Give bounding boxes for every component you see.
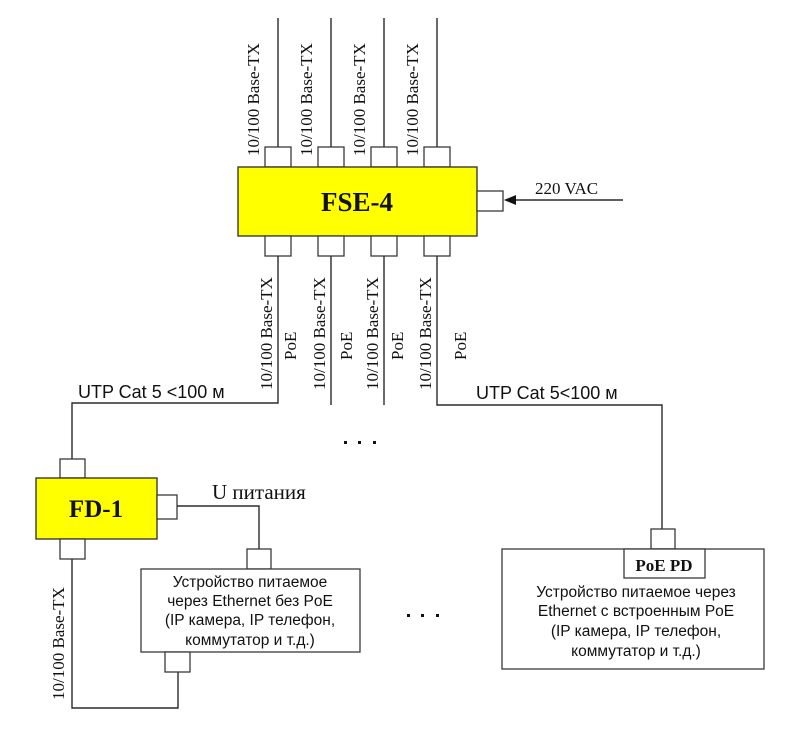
ellipsis-dot bbox=[436, 614, 439, 617]
device-poe[interactable]: PoE PD Устройство питаемое через Etherne… bbox=[501, 528, 765, 670]
power-output-wire bbox=[177, 505, 260, 549]
uplink-port-3[interactable] bbox=[370, 146, 398, 168]
power-port[interactable] bbox=[476, 190, 504, 212]
device-non-poe-line-1: Устройство питаемое bbox=[173, 574, 328, 591]
uplink-wires bbox=[277, 18, 438, 147]
downlink-port-2[interactable] bbox=[317, 235, 345, 257]
power-label: 220 VAC bbox=[535, 179, 598, 198]
data-output-label: 10/100 Base-TX bbox=[49, 587, 68, 700]
device-non-poe-line-2: через Ethernet без PoE bbox=[167, 593, 333, 610]
downlink-port-3[interactable] bbox=[370, 235, 398, 257]
downlink-poe-label-4: PoE bbox=[451, 332, 470, 360]
device-poe-line-3: (IP камера, IP телефон, bbox=[551, 623, 721, 640]
device-non-poe-line-3: (IP камера, IP телефон, bbox=[165, 612, 335, 629]
ellipsis-dot bbox=[358, 441, 361, 444]
cable-label-right: UTP Cat 5<100 м bbox=[476, 383, 618, 403]
splitter-fd1[interactable]: FD-1 bbox=[35, 458, 178, 560]
device-non-poe-power-port[interactable] bbox=[246, 548, 272, 570]
downlink-poe-label-1: PoE bbox=[281, 332, 300, 360]
downlink-labels: 10/100 Base-TX PoE 10/100 Base-TX PoE 10… bbox=[257, 277, 470, 390]
ellipsis-dot bbox=[373, 441, 376, 444]
device-non-poe-data-port[interactable] bbox=[164, 651, 191, 673]
downlink-poe-label-2: PoE bbox=[337, 332, 356, 360]
ellipsis-dot bbox=[421, 614, 424, 617]
device-poe-line-4: коммутатор и т.д.) bbox=[571, 643, 701, 660]
downlink-port-4[interactable] bbox=[423, 235, 451, 257]
downlink-poe-label-3: PoE bbox=[388, 332, 407, 360]
downlink-wires bbox=[71, 256, 663, 529]
ellipsis-bottom bbox=[407, 614, 439, 617]
uplink-port-2[interactable] bbox=[317, 146, 345, 168]
splitter-input-port[interactable] bbox=[59, 458, 86, 479]
power-output-label-text: U питания bbox=[212, 480, 306, 504]
device-non-poe-body[interactable] bbox=[140, 568, 361, 653]
splitter-data-port[interactable] bbox=[59, 538, 86, 560]
ellipsis-middle bbox=[344, 441, 376, 444]
device-non-poe-line-4: коммутатор и т.д.) bbox=[185, 632, 315, 649]
uplink-port-4[interactable] bbox=[423, 146, 451, 168]
power-output-label: U питания bbox=[212, 480, 306, 504]
poe-pd-badge bbox=[623, 548, 706, 579]
downlink-data-label-3: 10/100 Base-TX bbox=[363, 277, 382, 390]
uplink-label-3: 10/100 Base-TX bbox=[350, 43, 369, 156]
poe-pd-badge-label: PoE PD bbox=[635, 556, 692, 575]
uplink-label-4: 10/100 Base-TX bbox=[403, 43, 422, 156]
downlink-data-label-4: 10/100 Base-TX bbox=[416, 277, 435, 390]
splitter-power-port[interactable] bbox=[156, 494, 178, 520]
uplink-labels: 10/100 Base-TX 10/100 Base-TX 10/100 Bas… bbox=[244, 43, 422, 156]
splitter-name: FD-1 bbox=[69, 496, 123, 523]
downlink-ports bbox=[264, 235, 451, 257]
device-poe-line-1: Устройство питаемое через bbox=[536, 584, 736, 601]
uplink-port-1[interactable] bbox=[264, 146, 292, 168]
downlink-data-label-1: 10/100 Base-TX bbox=[257, 277, 276, 390]
uplink-label-1: 10/100 Base-TX bbox=[244, 43, 263, 156]
uplink-label-2: 10/100 Base-TX bbox=[297, 43, 316, 156]
power-input: 220 VAC bbox=[476, 179, 623, 212]
uplink-ports bbox=[264, 146, 451, 168]
device-non-poe[interactable]: Устройство питаемое через Ethernet без P… bbox=[140, 548, 361, 673]
switch-fse4[interactable]: FSE-4 bbox=[237, 166, 478, 237]
downlink-wire-1 bbox=[71, 256, 279, 459]
downlink-data-label-2: 10/100 Base-TX bbox=[310, 277, 329, 390]
device-poe-line-2: Ethernet с встроенным PoE bbox=[538, 603, 734, 620]
arrow-left-icon bbox=[504, 195, 516, 205]
device-poe-port[interactable] bbox=[650, 528, 676, 550]
downlink-wire-4 bbox=[436, 256, 663, 529]
ellipsis-dot bbox=[407, 614, 410, 617]
cable-label-left: UTP Cat 5 <100 м bbox=[78, 382, 225, 402]
ellipsis-dot bbox=[344, 441, 347, 444]
downlink-port-1[interactable] bbox=[264, 235, 292, 257]
switch-body[interactable] bbox=[237, 166, 478, 237]
switch-name: FSE-4 bbox=[321, 187, 393, 217]
data-output-wire bbox=[71, 559, 179, 709]
